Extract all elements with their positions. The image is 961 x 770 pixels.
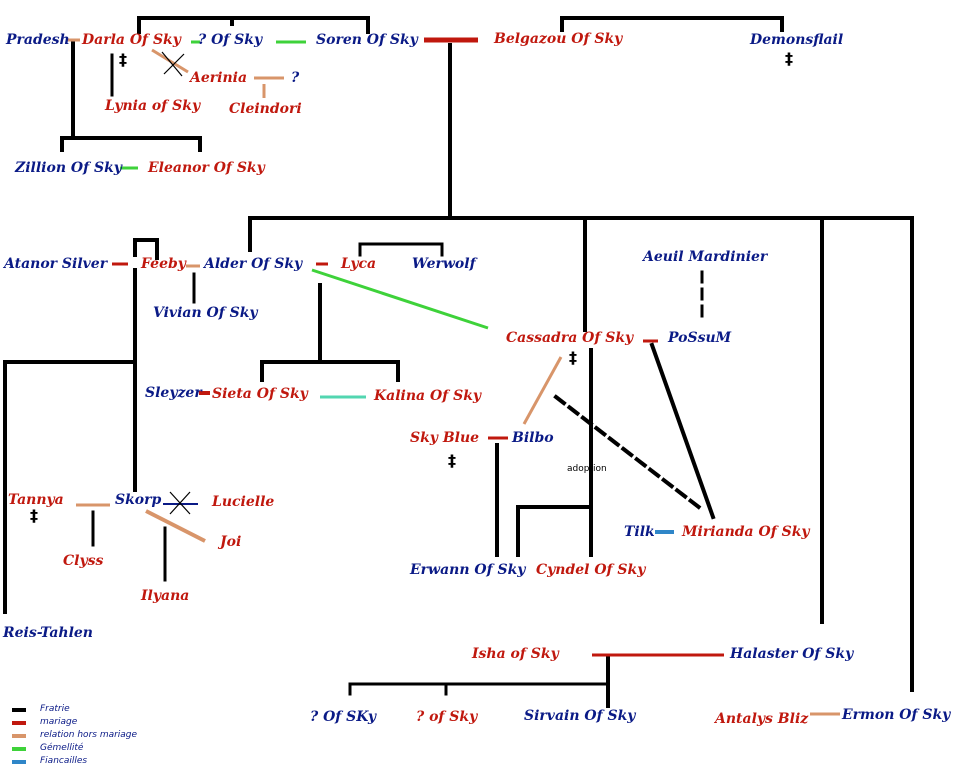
person-cyndel[interactable]: Cyndel Of Sky [536, 562, 646, 578]
person-zillion[interactable]: Zillion Of Sky [15, 160, 122, 176]
legend-label: Gémellité [40, 743, 84, 753]
person-unknown-aerinia-partner[interactable]: ? [291, 70, 300, 86]
person-feeby[interactable]: Feeby [141, 256, 186, 272]
person-bilbo[interactable]: Bilbo [512, 430, 554, 446]
person-unknown-of-sky-2[interactable]: ? Of SKy [310, 709, 376, 725]
broken-relation-marks [161, 51, 191, 515]
broken-mark [169, 491, 191, 515]
person-pradesh[interactable]: Pradesh [6, 32, 70, 48]
person-antalys[interactable]: Antalys Bliz [715, 711, 809, 727]
person-clyss[interactable]: Clyss [63, 553, 104, 569]
person-sky-blue[interactable]: Sky Blue [410, 430, 480, 446]
person-possum[interactable]: PoSsuM [668, 330, 732, 346]
twin-line [311, 268, 489, 330]
relation-line [145, 509, 206, 543]
person-aerinia[interactable]: Aerinia [190, 70, 248, 86]
legend-swatch [12, 721, 26, 725]
relation-dashed-line [553, 394, 703, 511]
relation-lines [68, 38, 840, 716]
legend-label: relation hors mariage [40, 730, 138, 740]
legend-label: Fratrie [40, 704, 70, 714]
descent-line [649, 342, 716, 520]
person-lucielle[interactable]: Lucielle [212, 494, 275, 510]
person-aeuil[interactable]: Aeuil Mardinier [643, 249, 768, 265]
person-eleanor[interactable]: Eleanor Of Sky [148, 160, 265, 176]
person-unknown-of-sky-1[interactable]: ? Of Sky [198, 32, 263, 48]
legend-swatch [12, 734, 26, 738]
legend-swatch [12, 747, 26, 751]
legend-label: Fiancailles [40, 756, 88, 766]
person-reis-tahlen[interactable]: Reis-Tahlen [3, 625, 93, 641]
deceased-icon: ‡ [448, 451, 456, 470]
adoption-label: adoption [567, 464, 607, 474]
person-darla[interactable]: Darla Of Sky [82, 32, 181, 48]
person-soren[interactable]: Soren Of Sky [316, 32, 418, 48]
person-vivian[interactable]: Vivian Of Sky [153, 305, 258, 321]
person-cleindori[interactable]: Cleindori [229, 101, 302, 117]
relation-line [522, 356, 563, 425]
person-joi[interactable]: Joi [220, 534, 242, 550]
person-lynia[interactable]: Lynia of Sky [105, 98, 201, 114]
person-sleyzer[interactable]: Sleyzer [145, 385, 202, 401]
person-unknown-of-sky-3[interactable]: ? of Sky [416, 709, 478, 725]
person-ermon[interactable]: Ermon Of Sky [842, 707, 951, 723]
person-isha[interactable]: Isha of Sky [472, 646, 559, 662]
deceased-icon: ‡ [119, 50, 127, 69]
deceased-icon: ‡ [30, 506, 38, 525]
person-tilk[interactable]: Tilk [624, 524, 655, 540]
person-belgazou[interactable]: Belgazou Of Sky [494, 31, 623, 47]
person-sirvain[interactable]: Sirvain Of Sky [524, 708, 636, 724]
person-mirianda[interactable]: Mirianda Of Sky [682, 524, 810, 540]
broken-mark [163, 53, 185, 75]
twin-lines [120, 40, 489, 399]
legend-swatch [12, 708, 26, 712]
person-erwann[interactable]: Erwann Of Sky [410, 562, 526, 578]
legend-label: mariage [40, 717, 78, 727]
person-demonsflail[interactable]: Demonsflail [750, 32, 844, 48]
deceased-icon: ‡ [785, 49, 793, 68]
person-werwolf[interactable]: Werwolf [412, 256, 476, 272]
person-cassadra[interactable]: Cassadra Of Sky [506, 330, 634, 346]
person-kalina[interactable]: Kalina Of Sky [374, 388, 482, 404]
deceased-icon: ‡ [569, 348, 577, 367]
legend-swatch [12, 760, 26, 764]
person-atanor[interactable]: Atanor Silver [4, 256, 108, 272]
person-lyca[interactable]: Lyca [341, 256, 377, 272]
person-ilyana[interactable]: Ilyana [141, 588, 190, 604]
sibling-lines [3, 16, 914, 708]
person-tannya[interactable]: Tannya [8, 492, 64, 508]
person-alder[interactable]: Alder Of Sky [204, 256, 303, 272]
person-skorp[interactable]: Skorp [115, 492, 162, 508]
person-halaster[interactable]: Halaster Of Sky [730, 646, 854, 662]
marriage-lines [112, 37, 724, 657]
person-sieta[interactable]: Sieta Of Sky [212, 386, 308, 402]
broken-mark [161, 51, 183, 77]
